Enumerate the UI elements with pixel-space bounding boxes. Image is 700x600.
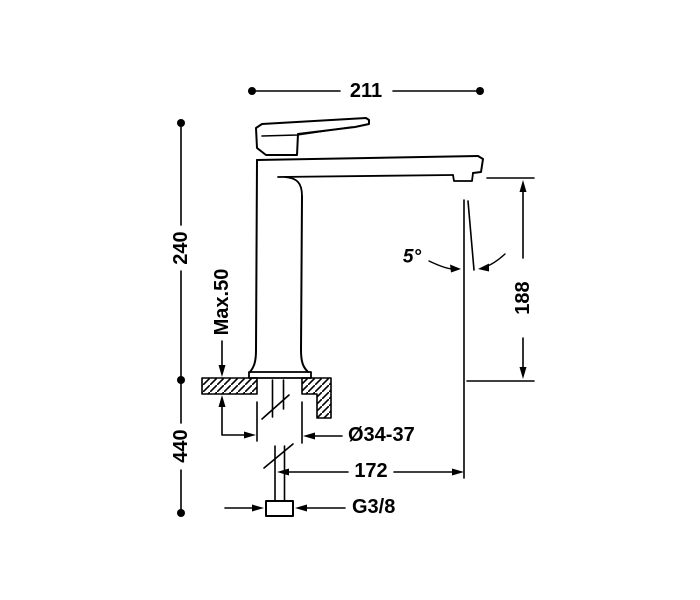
g38-connector (265, 500, 294, 517)
dim-spout-reach-label: 172 (352, 460, 390, 482)
supply-hoses (261, 379, 294, 502)
dim-g38-line (224, 504, 346, 512)
dim-172-line (277, 468, 464, 476)
spout-underside (277, 174, 454, 178)
dim-length-below-counter-label: 440 (170, 427, 192, 465)
dim-overall-width-label: 211 (347, 80, 385, 102)
spout-top-edge (256, 155, 479, 161)
dim-height-above-counter-label: 240 (170, 229, 192, 267)
dim-stream-angle-label: 5° (402, 246, 422, 268)
dim-hole-diameter-line (256, 401, 343, 444)
column-left-edge (249, 159, 258, 373)
column-right-edge (300, 195, 309, 373)
base-plate (248, 371, 312, 379)
spout-aerator (452, 172, 474, 182)
dim-240-440-line (177, 119, 185, 517)
stream-angled-line (467, 200, 475, 271)
dim-spout-height-label: 188 (512, 279, 534, 317)
faucet-lever-handle (255, 117, 370, 156)
countertop-hatch-left (201, 377, 258, 395)
dim-max50-leader (218, 340, 256, 439)
countertop-section (201, 377, 332, 419)
hose-break-symbol-lower (263, 443, 294, 469)
dim-211-line (248, 87, 484, 95)
dim-supply-thread-label: G3/8 (350, 496, 398, 518)
dim-188-line (466, 177, 535, 382)
stream-angle-callout (428, 199, 506, 479)
dim-max-counter-thickness-label: Max.50 (211, 266, 233, 338)
spout-right-end (472, 155, 484, 174)
faucet-outline (248, 117, 484, 379)
column-inner-corner (284, 176, 303, 197)
hose-break-symbol-upper (261, 394, 290, 420)
dim-mounting-hole-diameter-label: Ø34-37 (346, 424, 417, 446)
countertop-hatch-right (301, 377, 332, 419)
